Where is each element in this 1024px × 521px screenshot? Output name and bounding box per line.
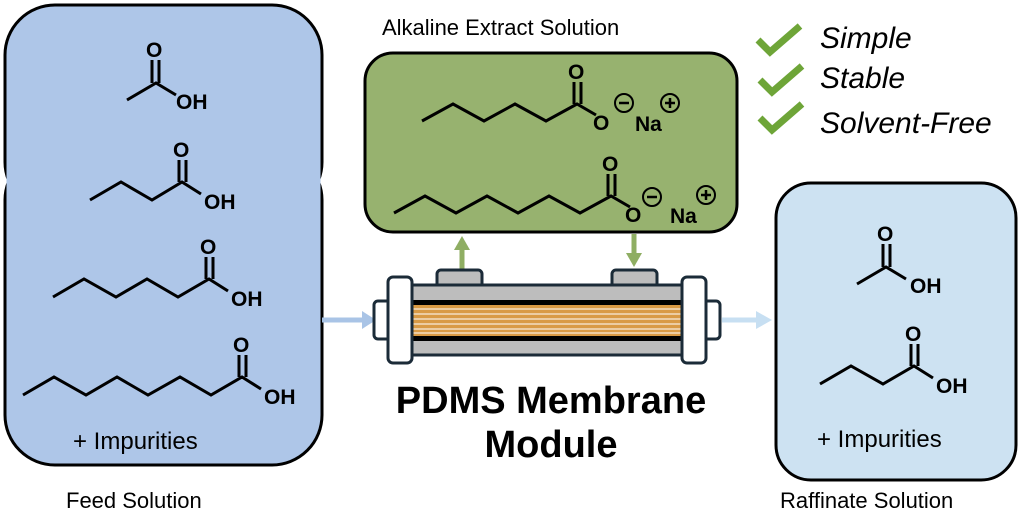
oxygen-label: O — [905, 323, 921, 346]
feed-impurities-label: + Impurities — [73, 428, 198, 455]
feed-arrow — [322, 311, 376, 329]
raffinate-butyric-acid: O OH — [819, 323, 968, 398]
raffinate-solution-caption: Raffinate Solution — [780, 488, 953, 513]
benefit-item: Simple — [755, 22, 912, 57]
benefit-item: Stable — [757, 62, 905, 97]
benefits-list: Simple Stable Solvent-Free — [755, 22, 992, 140]
raffinate-arrow — [722, 311, 772, 329]
hydroxyl-label: OH — [231, 288, 263, 311]
hydroxyl-label: OH — [936, 375, 968, 398]
check-icon — [755, 23, 803, 57]
module-title-line1: PDMS Membrane — [396, 380, 706, 422]
hydroxyl-label: OH — [176, 91, 208, 114]
negative-charge-icon — [614, 93, 634, 113]
negative-charge-icon — [642, 187, 662, 207]
hydroxyl-label: OH — [910, 275, 942, 298]
carboxylate-oxygen-label: O — [625, 204, 641, 227]
oxygen-label: O — [602, 153, 618, 176]
oxygen-label: O — [173, 139, 189, 162]
check-icon — [757, 63, 805, 97]
feed-solution-panel: O OH O OH O OH O OH + Impurities — [3, 3, 324, 467]
extract-sodium-hexanoate: O O Na — [421, 61, 680, 136]
raffinate-box — [774, 181, 1018, 482]
left-end-cap — [386, 275, 414, 365]
feed-octanoic-acid: O OH — [22, 334, 296, 409]
raffinate-solution-panel: O OH O OH + Impurities — [774, 181, 1018, 482]
benefit-label: Solvent-Free — [820, 107, 992, 140]
oxygen-label: O — [146, 39, 162, 62]
check-icon — [757, 101, 805, 135]
sodium-label: Na — [635, 113, 662, 136]
feed-hexanoic-acid: O OH — [52, 236, 263, 311]
extract-sodium-octanoate: O O Na — [393, 153, 716, 228]
module-title-line2: Module — [485, 424, 618, 466]
feed-solution-caption: Feed Solution — [66, 488, 202, 513]
raffinate-impurities-label: + Impurities — [817, 426, 942, 453]
hydroxyl-label: OH — [264, 386, 296, 409]
raffinate-acetic-acid: O OH — [856, 223, 942, 298]
benefit-item: Solvent-Free — [757, 101, 992, 140]
carboxylate-oxygen-label: O — [593, 112, 609, 135]
benefit-label: Stable — [820, 62, 905, 95]
oxygen-label: O — [200, 236, 216, 259]
feed-acetic-acid: O OH — [126, 39, 208, 114]
benefit-label: Simple — [820, 22, 912, 55]
extract-up-arrow — [454, 236, 470, 271]
positive-charge-icon — [696, 185, 716, 205]
feed-butyric-acid: O OH — [89, 139, 236, 214]
extract-box — [363, 51, 739, 234]
oxygen-label: O — [233, 334, 249, 357]
hydroxyl-label: OH — [204, 191, 236, 214]
positive-charge-icon — [660, 93, 680, 113]
oxygen-label: O — [877, 223, 893, 246]
hollow-fibers — [412, 305, 682, 336]
extract-down-arrow — [626, 234, 642, 267]
sodium-label: Na — [670, 205, 697, 228]
oxygen-label: O — [568, 61, 584, 84]
extract-solution-panel: O O Na O O Na — [363, 51, 739, 234]
extract-solution-caption: Alkaline Extract Solution — [382, 15, 619, 40]
membrane-module — [372, 268, 722, 365]
right-end-cap — [680, 275, 708, 365]
